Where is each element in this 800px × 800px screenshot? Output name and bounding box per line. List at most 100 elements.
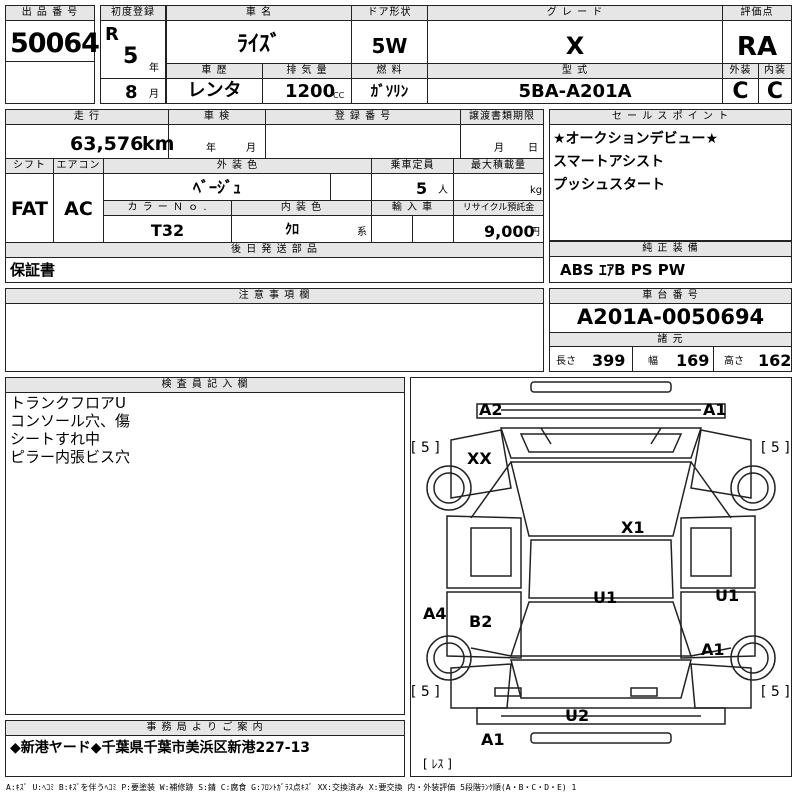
tire-rear-right: [ 5 ] <box>761 684 790 700</box>
registration-label: 登 録 番 号 <box>266 110 460 125</box>
car-name: ﾗｲｽﾞ <box>236 32 281 57</box>
notes-box: 注 意 事 項 欄 <box>5 288 544 372</box>
equipment-box: 純 正 装 備 ABS ｴｱB PS PW <box>549 241 792 283</box>
mark-a2: A2 <box>479 400 503 419</box>
mark-a4: A4 <box>423 604 447 623</box>
width-label: 幅 <box>648 356 658 367</box>
reg-month: 8 <box>125 82 138 103</box>
ext-color-label: 外 装 色 <box>104 159 371 174</box>
inspector-label: 検 査 員 記 入 欄 <box>6 378 404 393</box>
later-parts: 保証書 <box>10 261 56 279</box>
load-label: 最大積載量 <box>454 159 543 174</box>
model-label: 型 式 <box>428 64 722 79</box>
lot-number-box: 出 品 番 号 50064 <box>5 5 100 104</box>
sales-point-3: プッシュスタート <box>553 177 665 193</box>
sales-point-2: スマートアシスト <box>553 154 665 170</box>
mark-u2: U2 <box>565 706 590 725</box>
chassis-label: 車 台 番 号 <box>550 289 791 304</box>
history: レンタ <box>187 80 242 101</box>
legend: A:ｷｽﾞ U:ﾍｺﾐ B:ｷｽﾞを伴うﾍｺﾐ P:要塗装 W:補修跡 S:錆 … <box>6 783 577 792</box>
grade-label: グ レ ー ド <box>428 6 722 21</box>
office-text: ◆新港ヤード◆千葉県千葉市美浜区新港227-13 <box>10 740 311 756</box>
recycle-label: リサイクル預託金 <box>454 201 543 216</box>
chassis-number: A201A-0050694 <box>576 305 765 329</box>
ext-color: ﾍﾞｰｼﾞｭ <box>192 178 241 197</box>
inspector-note-1: トランクフロアU <box>10 394 126 412</box>
mark-a1-bottom: A1 <box>481 730 505 749</box>
car-info-box: 車 名 ドア形状 グ レ ー ド 評価点 ﾗｲｽﾞ 5W X RA 車 歴 排 … <box>166 5 792 104</box>
lot-number-label: 出 品 番 号 <box>6 6 94 21</box>
int-grade: C <box>766 79 784 104</box>
capacity: 5 <box>416 179 428 198</box>
ext-grade-label: 外装 <box>723 64 758 79</box>
mark-xx: XX <box>467 449 492 468</box>
office-label: 事 務 局 よ り ご 案 内 <box>6 721 404 736</box>
reg-year: 5 <box>123 44 139 69</box>
mileage-unit: km <box>142 133 175 155</box>
color-no: T32 <box>150 221 185 240</box>
first-registration-label: 初度登録 <box>101 6 165 21</box>
int-grade-label: 内装 <box>759 64 791 79</box>
history-label: 車 歴 <box>167 64 262 79</box>
car-outline-diagram <box>426 381 776 744</box>
displacement: 1200 <box>285 81 336 102</box>
recycle-fee: 9,000 <box>484 222 535 241</box>
height-label: 高さ <box>724 356 744 367</box>
mark-a1-top: A1 <box>703 400 727 419</box>
int-color-unit: 系 <box>357 227 367 238</box>
sales-point-1: ★オークションデビュー★ <box>553 131 719 147</box>
transfer-day-unit: 日 <box>528 143 538 154</box>
color-no-label: カ ラ ー Ｎ ｏ . <box>104 201 231 216</box>
fuel: ｶﾞｿﾘﾝ <box>370 82 409 100</box>
displacement-label: 排 気 量 <box>263 64 351 79</box>
shift: FAT <box>11 198 48 220</box>
lot-number: 50064 <box>10 28 100 59</box>
mark-u1-right: U1 <box>715 586 740 605</box>
length: 399 <box>592 351 626 370</box>
import-label: 輸 入 車 <box>372 201 453 216</box>
inspector-note-3: シートすれ中 <box>10 430 101 448</box>
inspector-note-2: コンソール穴、傷 <box>10 412 131 430</box>
door-label: ドア形状 <box>352 6 427 21</box>
sales-points-label: セ ー ル ス ポ イ ン ト <box>550 110 791 125</box>
vehicle-details-box: 走 行 車 検 登 録 番 号 譲渡書類期限 63,576 km 年 月 月 日… <box>5 109 544 283</box>
displacement-unit: CC <box>333 91 345 100</box>
mark-a1-right: A1 <box>701 640 725 659</box>
grade: X <box>565 32 585 60</box>
height: 162 <box>758 351 792 370</box>
mileage: 63,576 <box>70 133 144 155</box>
spec-label: 諸 元 <box>550 332 791 347</box>
mark-b2: B2 <box>469 612 493 631</box>
score-label: 評価点 <box>723 6 791 21</box>
month-unit: 月 <box>149 89 159 100</box>
width: 169 <box>676 351 710 370</box>
inspection-year-unit: 年 <box>206 143 216 154</box>
mark-u1-center: U1 <box>593 588 618 607</box>
inspector-box: 検 査 員 記 入 欄 トランクフロアU コンソール穴、傷 シートすれ中 ピラー… <box>5 377 405 715</box>
damage-diagram: [ 5 ] [ 5 ] [ 5 ] [ 5 ] [ ﾚｽ ] A2 A1 XX … <box>410 377 792 777</box>
inspection-month-unit: 月 <box>246 143 256 154</box>
chassis-box: 車 台 番 号 A201A-0050694 諸 元 長さ 399 幅 169 高… <box>549 288 792 372</box>
score: RA <box>736 32 778 62</box>
equipment-label: 純 正 装 備 <box>550 242 791 257</box>
sales-points-box: セ ー ル ス ポ イ ン ト ★オークションデビュー★ スマートアシスト プッ… <box>549 109 792 241</box>
recycle-unit: 円 <box>530 227 540 238</box>
int-color: ｸﾛ <box>285 222 299 238</box>
transfer-label: 譲渡書類期限 <box>461 110 543 125</box>
mark-x1: X1 <box>621 518 645 537</box>
tire-rear-left: [ 5 ] <box>411 684 440 700</box>
transfer-month-unit: 月 <box>494 143 504 154</box>
first-registration-box: 初度登録 R 5 年 8 月 <box>100 5 166 104</box>
office-box: 事 務 局 よ り ご 案 内 ◆新港ヤード◆千葉県千葉市美浜区新港227-13 <box>5 720 405 777</box>
model: 5BA-A201A <box>518 81 632 102</box>
length-label: 長さ <box>556 356 576 367</box>
ext-grade: C <box>732 79 749 104</box>
spare-tire: [ ﾚｽ ] <box>423 757 452 771</box>
equipment: ABS ｴｱB PS PW <box>560 261 686 279</box>
ac-label: エアコン <box>54 159 103 174</box>
tire-front-left: [ 5 ] <box>411 440 440 456</box>
capacity-label: 乗車定員 <box>372 159 453 174</box>
mileage-label: 走 行 <box>6 110 168 125</box>
door-type: 5W <box>371 34 408 58</box>
notes-label: 注 意 事 項 欄 <box>6 289 543 304</box>
